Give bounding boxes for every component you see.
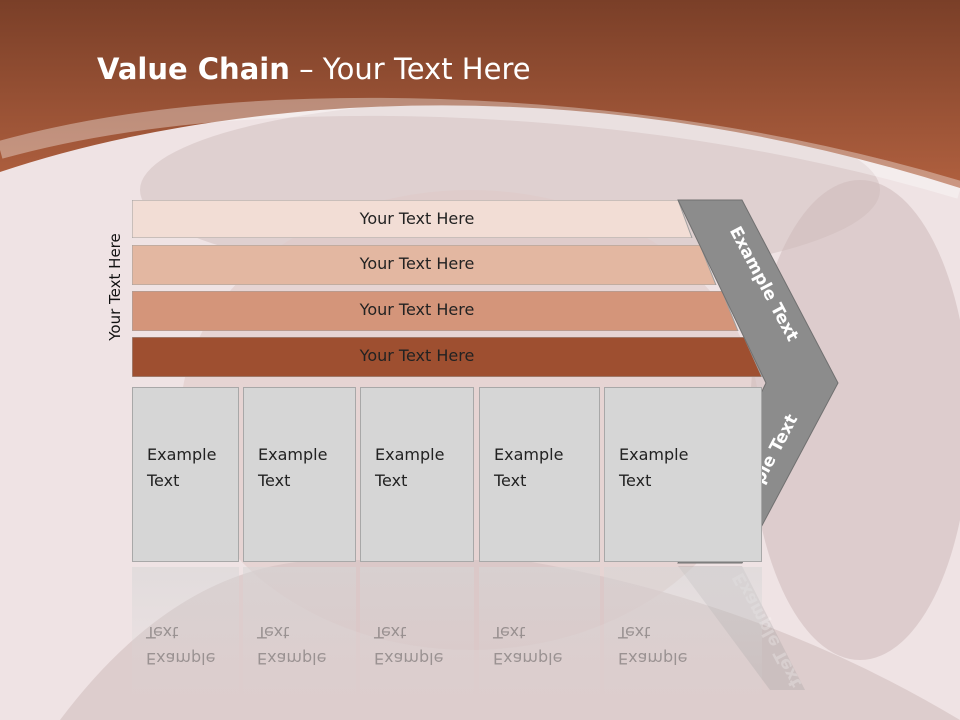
box-5-reflection-line2: Text: [618, 623, 651, 642]
box-3-reflection-line1: Example: [374, 649, 444, 668]
bar-1-label: Your Text Here: [359, 209, 475, 228]
bar-4-label: Your Text Here: [359, 346, 475, 365]
box-1-line2: Text: [147, 471, 180, 490]
box-4-line2: Text: [494, 471, 527, 490]
box-2-reflection: Example Text: [243, 567, 356, 702]
box-1-reflection-line1: Example: [146, 649, 216, 668]
box-5-reflection-line1: Example: [618, 649, 688, 668]
box-2-reflection-line1: Example: [257, 649, 327, 668]
header-band: [0, 0, 960, 188]
box-1-line1: Example: [147, 445, 217, 464]
bar-3-label: Your Text Here: [359, 300, 475, 319]
hair-silhouette: [750, 180, 960, 660]
box-4-reflection-line2: Text: [493, 623, 526, 642]
title-rest: – Your Text Here: [289, 52, 531, 86]
box-3-reflection: Example Text: [360, 567, 474, 702]
box-4-reflection: Example Text: [479, 567, 600, 702]
box-2-line1: Example: [258, 445, 328, 464]
box-5-line1: Example: [619, 445, 689, 464]
box-3-line1: Example: [375, 445, 445, 464]
slide-title: Value Chain – Your Text Here: [97, 52, 531, 86]
box-3-line2: Text: [375, 471, 408, 490]
box-2-line2: Text: [258, 471, 291, 490]
box-1-reflection-line2: Text: [146, 623, 179, 642]
box-4-line1: Example: [494, 445, 564, 464]
box-5-line2: Text: [619, 471, 652, 490]
box-4-reflection-line1: Example: [493, 649, 563, 668]
box-1-reflection: Example Text: [132, 567, 239, 702]
title-bold: Value Chain: [97, 52, 290, 86]
box-3-reflection-line2: Text: [374, 623, 407, 642]
box-2-reflection-line2: Text: [257, 623, 290, 642]
box-5-reflection: Example Text: [604, 567, 762, 702]
bar-2-label: Your Text Here: [359, 254, 475, 273]
header-swoosh: [0, 97, 960, 199]
